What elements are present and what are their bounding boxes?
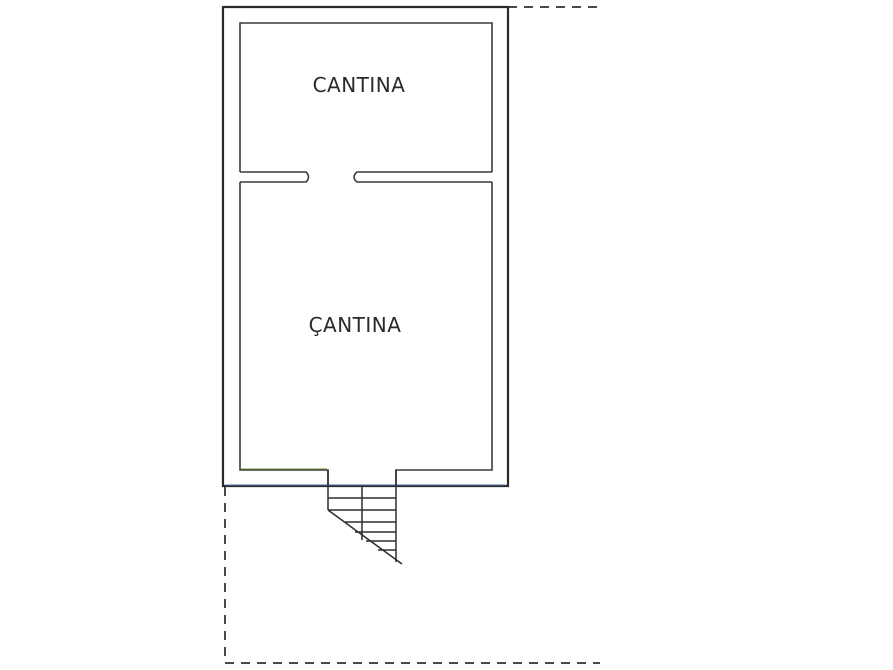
partition-wall [240, 171, 492, 183]
staircase [327, 470, 403, 565]
outer-wall [221, 5, 510, 488]
room-label-upper: CANTINA [313, 73, 406, 97]
room-label-lower: ÇANTINA [309, 313, 402, 337]
partition-right-segment [353, 171, 492, 183]
partition-left-segment [240, 171, 310, 183]
stair-diagonal [327, 509, 403, 565]
property-boundary [224, 6, 600, 664]
outer-wall-outline [221, 5, 510, 488]
room-upper-outline [239, 22, 493, 172]
room-upper [239, 22, 493, 172]
